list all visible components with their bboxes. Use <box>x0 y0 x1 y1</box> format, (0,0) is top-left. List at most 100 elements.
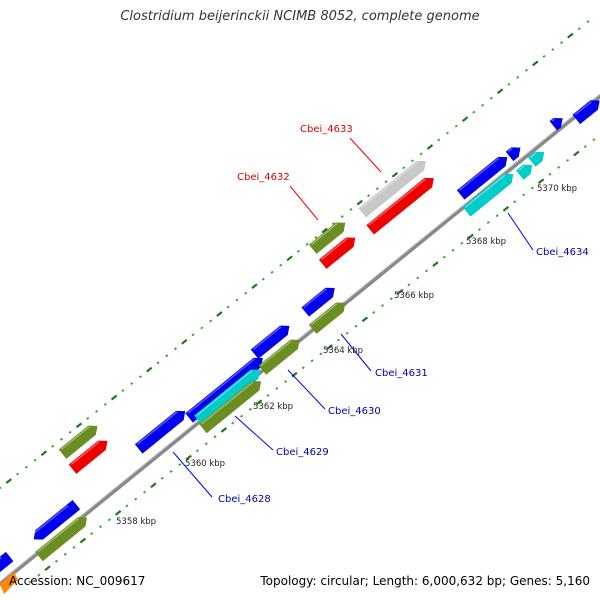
scale-dot <box>516 75 520 79</box>
scale-dot <box>454 124 458 128</box>
gene-label-cbei-4632[interactable]: Cbei_4632 <box>237 172 290 183</box>
gene-arrow-olive[interactable] <box>58 421 101 459</box>
scale-dot <box>425 269 429 273</box>
gene-arrow-olive-highlight <box>310 303 338 326</box>
tick-track <box>0 20 596 584</box>
scale-dot <box>0 486 2 490</box>
scale-dot <box>235 298 239 302</box>
gene-arrow-olive-body <box>308 222 346 254</box>
gene-arrow-grey[interactable] <box>358 156 429 218</box>
scale-dot <box>560 41 564 45</box>
scale-dot <box>402 166 406 170</box>
scale-label: 5362 kbp <box>253 402 293 412</box>
scale-dot <box>261 277 265 281</box>
scale-dot <box>270 270 274 274</box>
gene-arrow-cyan[interactable] <box>528 147 548 167</box>
scale-dot <box>174 347 177 351</box>
scale-dot <box>372 310 376 314</box>
gene-label-cbei-4631[interactable]: Cbei_4631 <box>375 368 428 379</box>
gene-arrow-blue[interactable] <box>549 114 567 131</box>
gene-arrow-blue-body <box>549 117 563 131</box>
scale-dot <box>213 435 217 439</box>
scale-dot <box>284 380 288 384</box>
scale-tick <box>356 199 363 206</box>
gene-arrow-grey-body <box>358 160 426 218</box>
callout-line <box>349 137 382 173</box>
scale-dot <box>28 580 32 584</box>
gene-arrow-blue-highlight <box>507 147 513 153</box>
scale-dot <box>72 545 76 549</box>
gene-arrow-cyan[interactable] <box>516 160 536 180</box>
gene-label-cbei-4629[interactable]: Cbei_4629 <box>276 447 329 458</box>
gene-arrow-blue-body <box>456 156 508 200</box>
gene-arrow-blue[interactable] <box>250 321 293 359</box>
scale-dot <box>507 82 511 86</box>
scale-dot <box>296 249 300 253</box>
gene-arrow-blue[interactable] <box>456 152 511 200</box>
scale-dot <box>495 214 499 218</box>
gene-arrow-olive-body <box>308 302 346 334</box>
scale-dot <box>107 518 111 522</box>
gene-label-cbei-4633[interactable]: Cbei_4633 <box>300 124 353 135</box>
callout-line <box>507 212 534 251</box>
gene-label-cbei-4628[interactable]: Cbei_4628 <box>218 494 271 505</box>
gene-arrow-blue-body <box>185 357 263 423</box>
scale-tick <box>432 261 439 267</box>
gene-arrow-blue-highlight <box>574 100 592 116</box>
gene-arrow-olive[interactable] <box>258 335 304 375</box>
scale-tick <box>326 344 333 350</box>
gene-arrow-blue[interactable] <box>505 143 524 162</box>
gene-arrow-blue[interactable] <box>572 96 600 125</box>
gene-label-cbei-4634[interactable]: Cbei_4634 <box>536 247 589 258</box>
scale-tick <box>79 537 87 544</box>
scale-dot <box>95 409 99 413</box>
gene-arrow-olive[interactable] <box>308 218 349 254</box>
scale-dot <box>592 138 596 142</box>
scale-dot <box>340 215 344 219</box>
scale-label: 5364 kbp <box>323 346 363 356</box>
callout-line <box>172 451 213 498</box>
scale-dot <box>472 110 476 114</box>
gene-arrow-olive[interactable] <box>35 513 91 562</box>
gene-arrow-olive[interactable] <box>308 298 349 334</box>
gene-arrow-red[interactable] <box>68 436 111 474</box>
gene-arrow-olive[interactable] <box>199 377 265 434</box>
scale-dot <box>103 403 107 406</box>
gene-arrow-blue[interactable] <box>0 551 14 580</box>
scale-dot <box>477 228 481 232</box>
gene-arrow-blue-body <box>0 551 14 576</box>
gene-arrow-cyan[interactable] <box>194 365 264 425</box>
gene-arrow-cyan-body <box>194 369 261 425</box>
scale-tick <box>467 233 474 240</box>
scale-tick <box>75 422 83 429</box>
gene-arrow-blue-highlight <box>458 157 500 191</box>
callout-line <box>289 185 319 221</box>
scale-dot <box>381 304 385 308</box>
scale-dot <box>583 145 587 149</box>
gene-arrow-red-highlight <box>320 238 348 261</box>
gene-arrow-blue[interactable] <box>30 500 81 544</box>
scale-dot <box>319 352 323 356</box>
scale-dot <box>169 469 173 473</box>
scale-dot <box>586 20 590 24</box>
scale-tick <box>220 427 228 433</box>
scale-dot <box>266 393 270 397</box>
gene-arrow-blue[interactable] <box>301 283 338 317</box>
scale-dot <box>138 375 142 379</box>
gene-arrow-olive-highlight <box>37 517 80 553</box>
scale-dot <box>367 194 371 198</box>
scale-dot <box>99 525 102 529</box>
scale-dot <box>63 552 67 556</box>
gene-arrow-blue[interactable] <box>134 406 189 454</box>
gene-arrow-blue-body <box>33 500 81 540</box>
gene-arrow-cyan[interactable] <box>462 169 517 217</box>
scale-dot <box>165 354 169 358</box>
gene-label-cbei-4630[interactable]: Cbei_4630 <box>328 406 381 417</box>
scale-dot <box>354 324 358 328</box>
gene-arrow-orange-partial[interactable] <box>0 572 18 594</box>
gene-arrow-blue[interactable] <box>185 353 266 423</box>
scale-dot <box>54 559 58 563</box>
gene-arrow-blue-body <box>134 410 186 454</box>
gene-arrow-red[interactable] <box>366 173 437 235</box>
gene-arrow-red[interactable] <box>318 233 359 269</box>
